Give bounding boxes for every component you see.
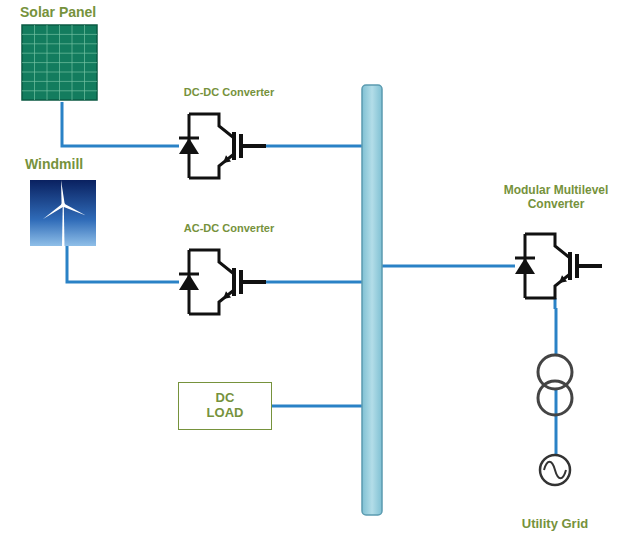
- windmill-blade: [61, 180, 65, 205]
- mmc-symbol: [515, 234, 602, 298]
- ac-source-wave: [544, 462, 566, 479]
- component-node: DC-DC Converter: [170, 86, 288, 186]
- component-label: Windmill: [25, 156, 83, 172]
- component-label: AC-DC Converter: [184, 222, 274, 235]
- switch-stroke: [241, 280, 266, 284]
- bus-wire: [554, 298, 557, 309]
- diode-triangle: [179, 274, 199, 290]
- component-node: Modular Multilevel Converter: [485, 184, 627, 308]
- component-node: AC-DC Converter: [170, 222, 288, 322]
- component-node: Solar Panel: [12, 4, 112, 102]
- emitter-arrow: [559, 275, 567, 283]
- panel-grid-line: [22, 43, 97, 44]
- switch-stroke: [525, 234, 570, 258]
- emitter-arrow: [223, 291, 231, 299]
- component-label: Solar Panel: [20, 4, 96, 20]
- bus-wire: [170, 145, 179, 148]
- dc-dc-converter-symbol: [179, 114, 266, 178]
- connector-wire: [62, 102, 170, 146]
- solar-panel: [22, 25, 97, 100]
- component-label: Utility Grid: [522, 517, 588, 532]
- transformer-coil: [538, 381, 572, 415]
- bus-wire: [266, 145, 362, 148]
- windmill-blade: [43, 204, 64, 220]
- switch-stroke: [241, 144, 266, 148]
- connector-wire: [67, 246, 170, 282]
- bus-wire: [272, 405, 362, 408]
- switch-stroke: [232, 132, 236, 160]
- dc-bus-bar: [362, 85, 382, 515]
- ac-source-circle: [540, 455, 570, 485]
- panel-grid-line: [22, 72, 97, 73]
- component-node: Windmill: [17, 156, 117, 246]
- component-label: Modular Multilevel Converter: [488, 184, 624, 212]
- diode-triangle: [515, 258, 535, 274]
- bus-wire: [170, 281, 179, 284]
- ac-dc-converter-symbol: [179, 250, 266, 314]
- switch-stroke: [189, 290, 234, 314]
- emitter-arrow: [223, 155, 231, 163]
- switch-stroke: [189, 114, 234, 138]
- load-box: DC LOAD: [178, 382, 272, 430]
- diode-triangle: [179, 138, 199, 154]
- switch-stroke: [525, 274, 570, 298]
- component-label: DC-DC Converter: [184, 86, 274, 99]
- switch-stroke: [577, 264, 602, 268]
- panel-grid-line: [22, 62, 97, 63]
- switch-stroke: [232, 268, 236, 296]
- windmill-tower: [62, 206, 65, 246]
- windmill-sky: [30, 180, 96, 246]
- switch-stroke: [568, 252, 572, 280]
- bus-wire: [382, 265, 515, 268]
- windmill-hub: [61, 203, 65, 207]
- switch-stroke: [189, 154, 234, 178]
- panel-grid-line: [22, 53, 97, 54]
- windmill-blade: [63, 204, 86, 216]
- switch-stroke: [189, 250, 234, 274]
- panel-grid-line: [22, 90, 97, 91]
- panel-grid-line: [22, 34, 97, 35]
- panel-grid-line: [22, 81, 97, 82]
- load-label: DC LOAD: [199, 391, 251, 421]
- component-node: Utility Grid: [495, 455, 615, 532]
- bus-wire: [266, 281, 362, 284]
